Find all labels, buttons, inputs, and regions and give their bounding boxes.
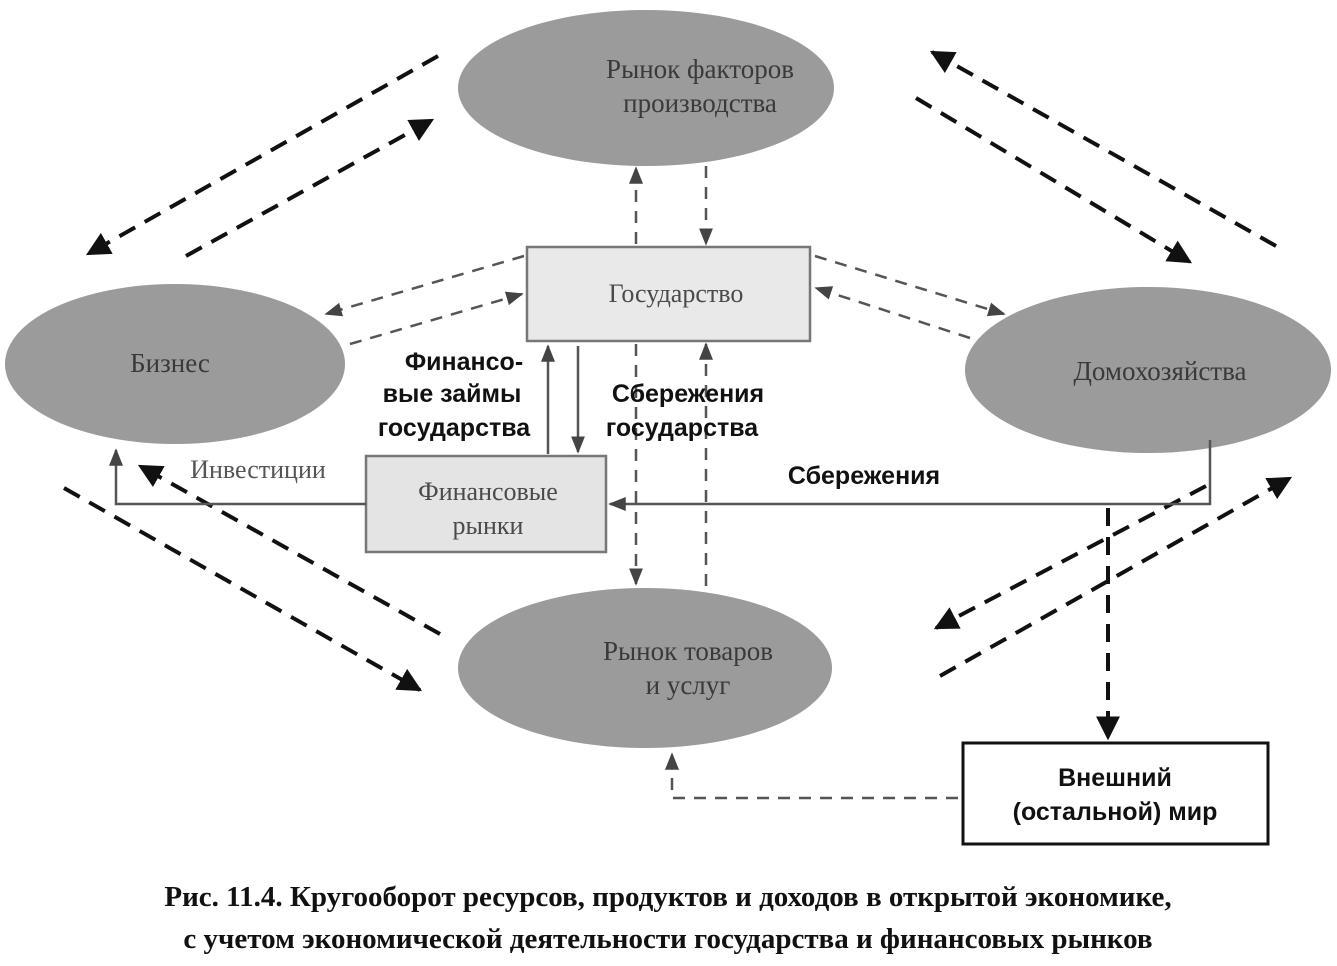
gov-savings-label-1: Сбережения bbox=[612, 380, 764, 408]
factor-market-label-1: Рынок факторов bbox=[606, 54, 794, 84]
financial-markets-node: Финансовые рынки bbox=[364, 454, 608, 554]
gov-savings-label-2: государства bbox=[606, 414, 759, 442]
business-node: Бизнес bbox=[5, 284, 345, 444]
financial-markets-label-2: рынки bbox=[453, 511, 524, 540]
goods-market-node: Рынок товаров и услуг bbox=[458, 588, 832, 748]
government-node: Государство bbox=[525, 245, 812, 343]
savings-label: Сбережения bbox=[788, 462, 940, 490]
flow-arrow bbox=[85, 54, 439, 256]
flow-arrow bbox=[814, 254, 1006, 317]
flow-arrow bbox=[929, 50, 1277, 248]
flow-arrow bbox=[349, 291, 524, 346]
gov-loans-label-1: Финансо- bbox=[405, 348, 523, 376]
households-label: Домохозяйства bbox=[1074, 356, 1247, 386]
business-label: Бизнес bbox=[130, 348, 210, 378]
factor-market-label-2: производства bbox=[623, 88, 777, 118]
flow-arrow bbox=[814, 286, 971, 340]
households-node: Домохозяйства bbox=[965, 287, 1331, 453]
flow-arrow bbox=[608, 440, 1212, 511]
flow-arrow bbox=[185, 118, 435, 258]
gov-loans-label-3: государства bbox=[378, 414, 531, 442]
figure-caption-line-2: с учетом экономической деятельности госу… bbox=[183, 923, 1152, 955]
flow-arrow bbox=[914, 96, 1193, 264]
rest-of-world-label-2: (остальной) мир bbox=[1013, 798, 1218, 826]
flow-arrow bbox=[109, 448, 366, 506]
goods-market-label-2: и услуг bbox=[646, 670, 731, 700]
financial-markets-label-1: Финансовые bbox=[418, 477, 558, 506]
flow-arrow bbox=[324, 254, 525, 317]
goods-market-label-1: Рынок товаров bbox=[603, 636, 773, 666]
investments-label: Инвестиции bbox=[190, 455, 326, 484]
rest-of-world-label-1: Внешний bbox=[1058, 764, 1172, 792]
flow-arrow bbox=[939, 476, 1293, 678]
flow-arrow bbox=[933, 484, 1207, 630]
factor-market-node: Рынок факторов производства bbox=[458, 10, 834, 166]
flow-arrow bbox=[63, 486, 423, 692]
rest-of-world-node: Внешний (остальной) мир bbox=[961, 741, 1270, 846]
figure-caption-line-1: Рис. 11.4. Кругооборот ресурсов, продукт… bbox=[164, 881, 1171, 913]
gov-loans-label-2: вые займы bbox=[383, 380, 522, 408]
government-label: Государство bbox=[609, 279, 744, 308]
flow-arrow bbox=[665, 752, 958, 800]
